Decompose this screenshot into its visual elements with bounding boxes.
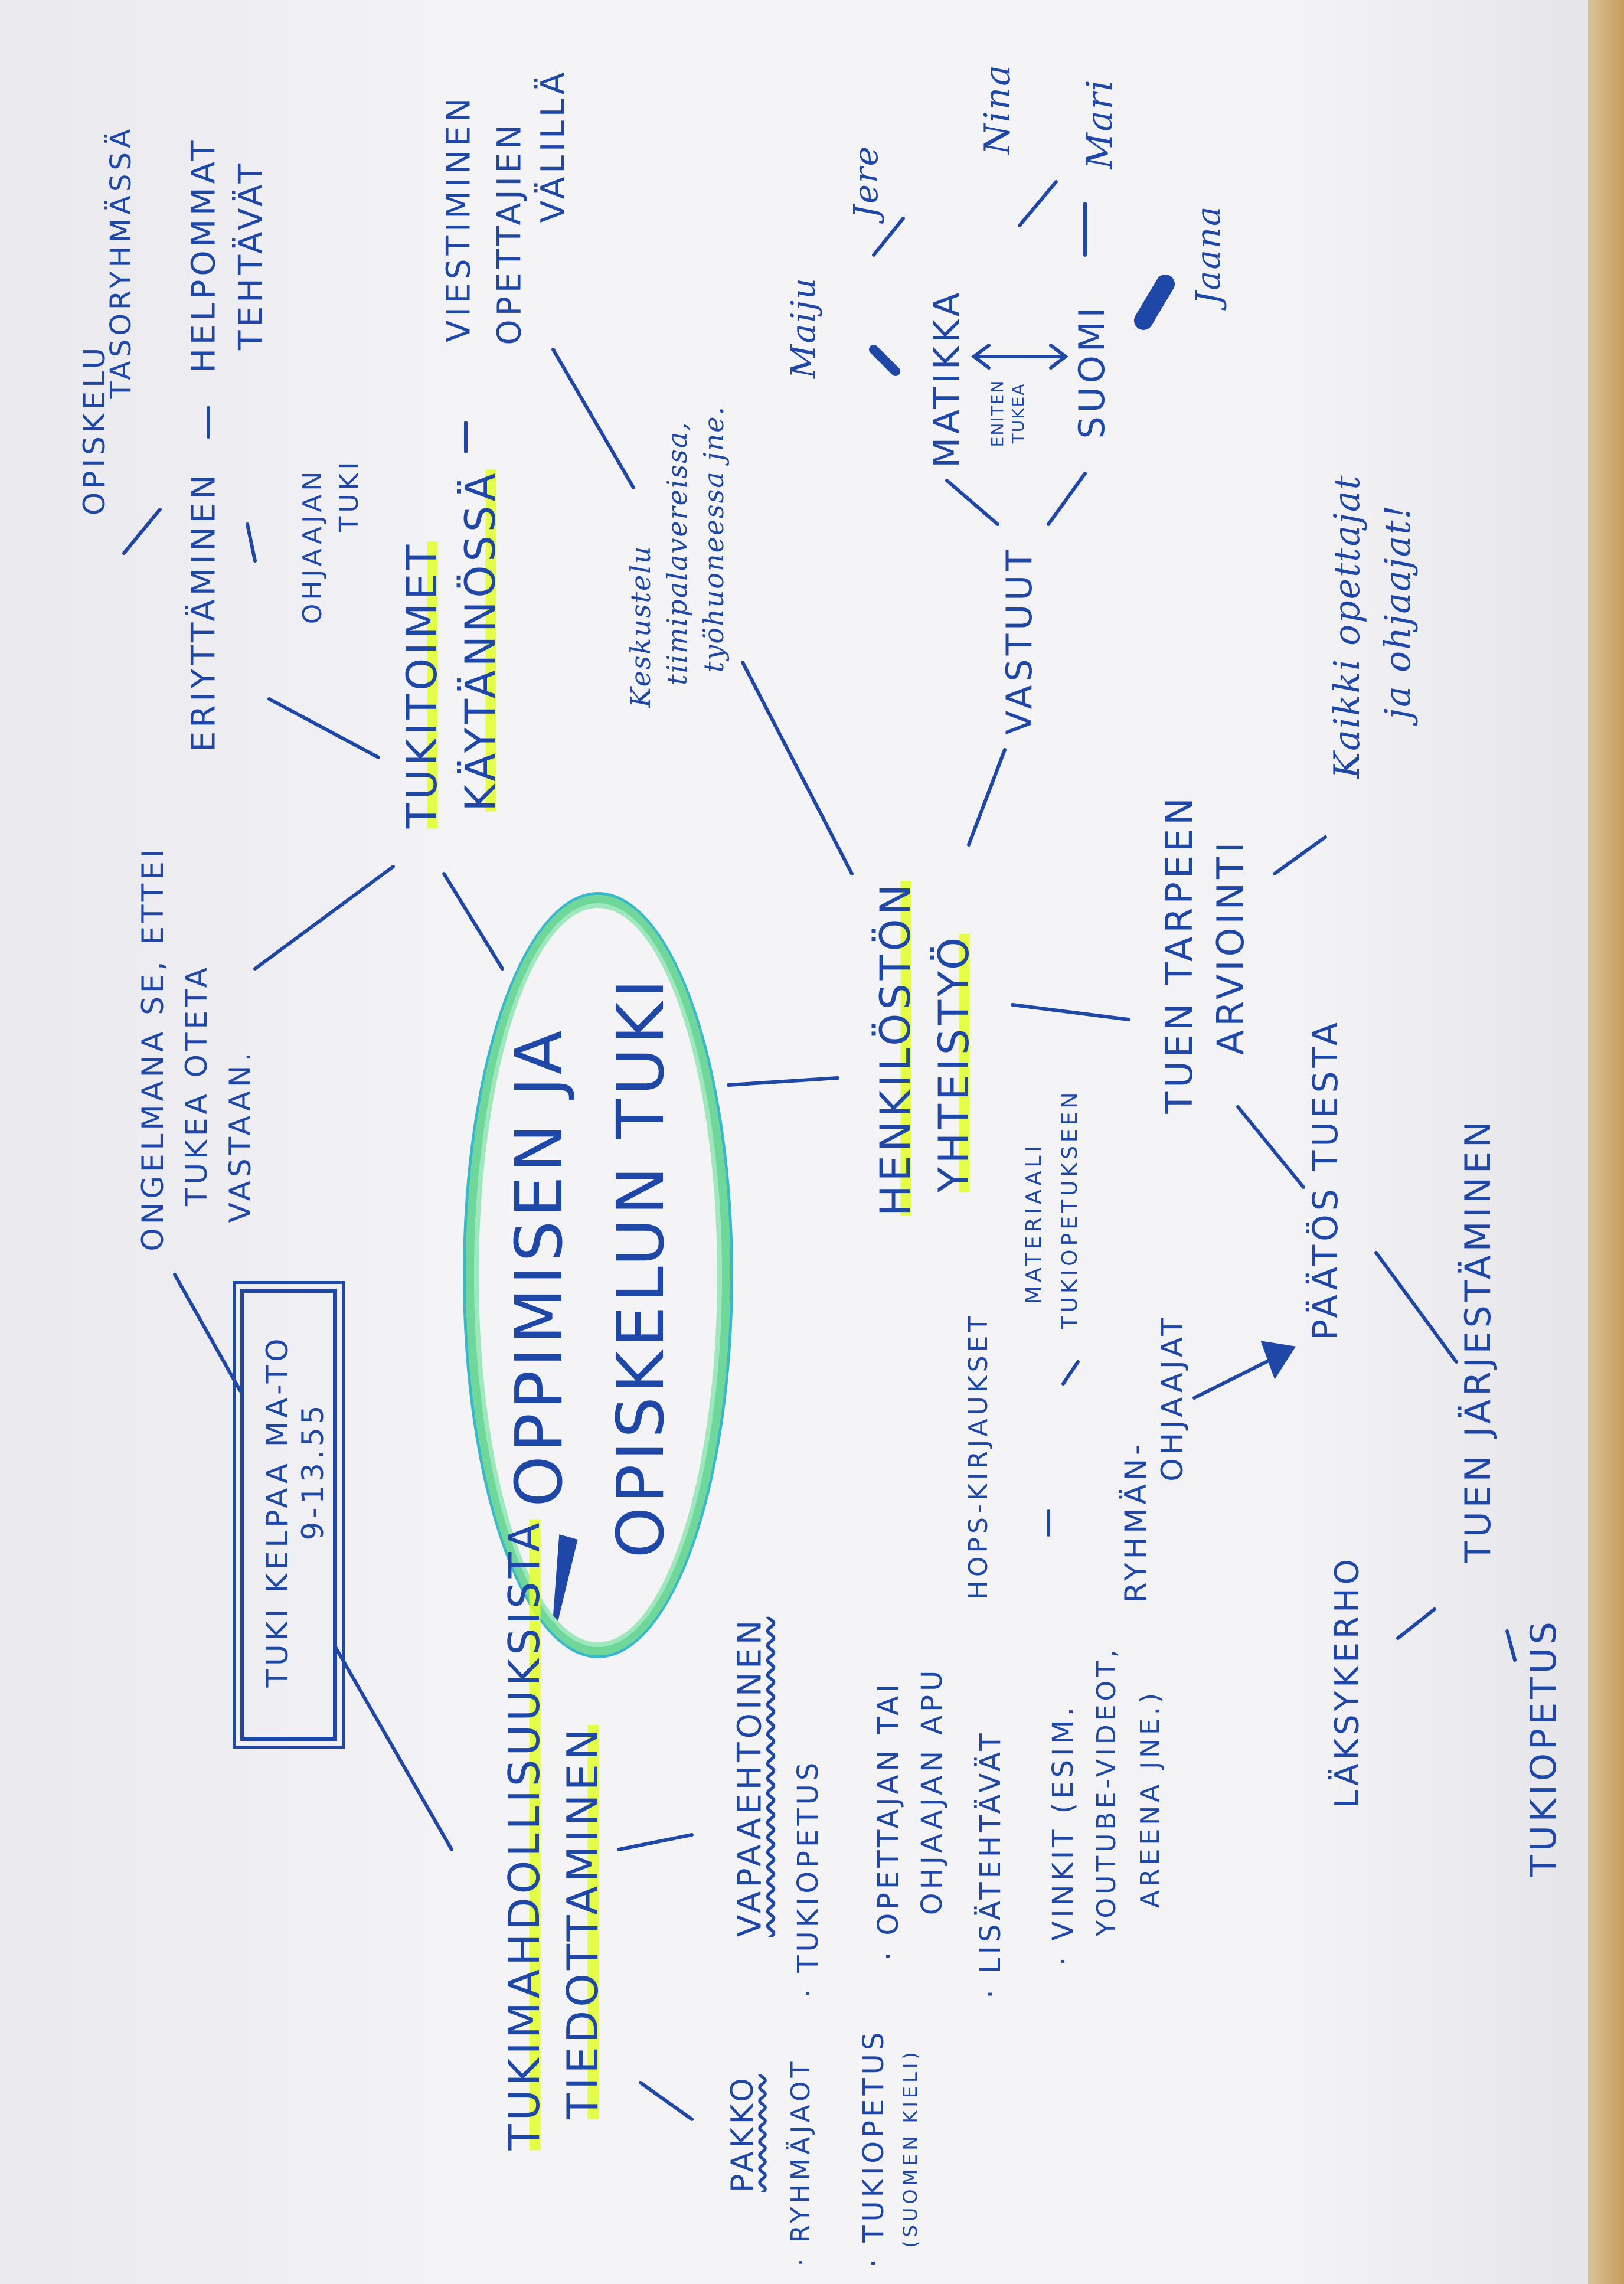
group-leaders-line2: OHJAAJAT [1155, 1314, 1190, 1482]
discussion-line2: tiimipalavereissa, [661, 421, 693, 685]
name-jere: Jere [847, 145, 885, 218]
finnish: SUOMI [1071, 303, 1113, 439]
assessment-line1: TUEN TARPEEN [1158, 794, 1201, 1114]
line-staff-responsibilities [967, 748, 1007, 847]
group-leaders-line1: RYHMÄN- [1119, 1440, 1153, 1603]
staff-line2: YHTEISTYÖ [930, 933, 978, 1193]
easier-tasks-line1: HELPOMMAT [184, 137, 223, 373]
arrowhead-decision [1260, 1341, 1296, 1380]
differentiation: ERIYTTÄMINEN [184, 471, 223, 752]
line-resp-finnish [1047, 472, 1087, 526]
material-line2: TUKIOPETUKSEEN [1058, 1089, 1082, 1329]
line-arranging-homework [1396, 1607, 1436, 1640]
practice-line1: TUKITOIMET [398, 541, 446, 829]
arrowhead-finnish [1049, 344, 1068, 370]
arranging: TUEN JÄRJESTÄMINEN [1458, 1118, 1499, 1563]
line-decision-arranging [1374, 1251, 1458, 1364]
assistant-support-line2: TUKI [334, 458, 364, 532]
problem-line3: VASTAAN. [223, 1048, 257, 1223]
line-informing-voluntary [617, 1833, 694, 1851]
line-informing-mandatory [639, 2081, 694, 2121]
line-center-staff [727, 1076, 839, 1087]
discussion-line1: Keskustelu [625, 545, 656, 708]
line-informing-box [333, 1644, 453, 1851]
voluntary-title: VAPAAEHTOINEN [730, 1616, 769, 1937]
line-nina [1018, 180, 1058, 227]
problem-line2: TUKEA OTETA [179, 964, 214, 1206]
staff-line1: HENKILÖSTÖN [871, 880, 920, 1217]
tutoring: TUKIOPETUS [1523, 1618, 1564, 1877]
line-practice-problem [253, 865, 395, 971]
communication-line2: OPETTAJIEN [490, 121, 528, 345]
line-assessment-everyone [1273, 835, 1327, 875]
level-group-line2: TASORYHMÄSSÄ [104, 125, 138, 399]
communication-line1: VIESTIMINEN [439, 94, 478, 343]
voluntary-item: OHJAAJAN APU [916, 1667, 949, 1916]
material-line1: MATERIAALI [1022, 1142, 1046, 1305]
voluntary-item: · OPETTAJAN TAI [872, 1680, 905, 1961]
problem-line1: ONGELMANA SE, ETTEI [136, 845, 170, 1252]
line-center-practice [442, 872, 504, 971]
easier-tasks-line2: TEHTÄVÄT [231, 159, 270, 351]
assistant-support-line1: OHJAAJAN [298, 468, 328, 625]
voluntary-item: YOUTUBE-VIDEOT, [1092, 1646, 1122, 1936]
table-edge [1588, 0, 1624, 2284]
homework-club: LÄKSYKERHO [1328, 1556, 1366, 1808]
line-jaana [1134, 275, 1175, 330]
arrow-groupleaders-decision [1192, 1354, 1280, 1400]
voluntary-item: · LISÄTEHTÄVÄT [974, 1730, 1007, 1999]
decision: PÄÄTÖS TUESTA [1305, 1018, 1345, 1341]
responsibilities: VASTUUT [999, 546, 1040, 735]
line-practice-differentiation [267, 697, 380, 759]
mandatory-title: PAKKO [725, 2074, 760, 2192]
voluntary-item: · VINKIT (ESIM. [1047, 1704, 1080, 1966]
line-assessment-decision [1236, 1105, 1305, 1189]
info-box-line2: 9-13.55 [296, 1401, 330, 1541]
line-maiju [869, 345, 900, 376]
communication-line3: VÄLILLÄ [534, 68, 572, 223]
most-support-line1: ENITEN [988, 379, 1007, 447]
mandatory-item: (SUOMEN KIELI) [899, 2048, 922, 2248]
line-arranging-tutoring [1505, 1629, 1517, 1662]
name-mari: Mari [1079, 79, 1120, 169]
voluntary-item: · TUKIOPETUS [792, 1759, 825, 1998]
most-support-line2: TUKEA [1008, 383, 1028, 444]
line-communication-discussion [551, 348, 635, 489]
line-box-problem [173, 1273, 242, 1393]
discussion-line3: työhuoneessa jne. [698, 405, 730, 673]
practice-line2: KÄYTÄNNÖSSÄ [456, 469, 505, 812]
mandatory-item: · TUKIOPETUS [857, 2028, 890, 2268]
line-jere [872, 217, 905, 257]
line-material [1061, 1360, 1080, 1386]
name-jaana: Jaana [1190, 205, 1228, 305]
line-diff-assistant [246, 522, 257, 563]
line-discussion-staff [741, 661, 854, 875]
line-staff-assessment [1011, 1003, 1130, 1021]
voluntary-item: AREENA JNE.) [1135, 1689, 1165, 1909]
everyone-line2: ja ohjaajat! [1377, 504, 1419, 720]
info-box [233, 1281, 345, 1749]
central-topic-line2: OPISKELUN TUKI [603, 975, 678, 1558]
line-resp-math [945, 479, 999, 526]
math: MATIKKA [926, 289, 968, 468]
everyone-line1: Kaikki opettajat [1326, 474, 1368, 779]
informing-line2: TIEDOTTAMINEN [558, 1725, 607, 2119]
line-diff-level-group [122, 508, 162, 555]
informing-line1: TUKIMAHDOLLISUUKSISTA [499, 1519, 549, 2151]
name-maiju: Maiju [785, 276, 823, 379]
mandatory-item: · RYHMÄJAOT [786, 2058, 816, 2267]
info-box-line1: TUKI KELPAA MA-TO [260, 1335, 295, 1688]
name-nina: Nina [977, 63, 1018, 155]
arrowhead-math [971, 344, 991, 370]
hops-entries: HOPS-KIRJAUKSET [963, 1312, 994, 1600]
central-topic-line1: OPPIMISEN JA [501, 1027, 577, 1507]
assessment-line2: ARVIOINTI [1209, 838, 1252, 1056]
